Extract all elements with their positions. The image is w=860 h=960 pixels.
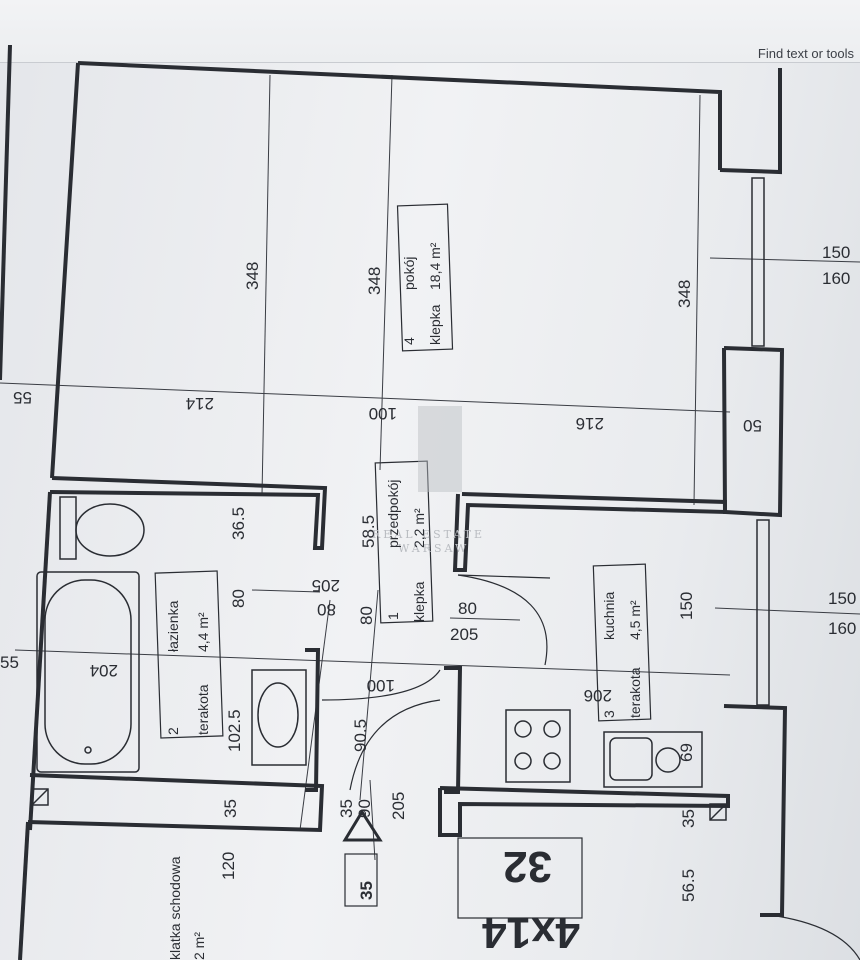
svg-text:55: 55 <box>0 653 19 672</box>
svg-text:150: 150 <box>822 243 850 262</box>
unit-labels: 32 4x14 <box>457 837 583 957</box>
bathtub-inner <box>44 579 132 765</box>
svg-text:206: 206 <box>584 686 612 705</box>
svg-text:348: 348 <box>365 267 384 295</box>
room-4-area: 18,4 m² <box>427 242 443 290</box>
svg-text:90.5: 90.5 <box>351 719 370 752</box>
svg-text:100: 100 <box>367 676 395 695</box>
door-swings <box>321 574 860 960</box>
svg-text:80: 80 <box>229 589 248 608</box>
dimension-labels: 348 348 348 55 214 100 216 50 150 160 15… <box>0 243 856 902</box>
svg-text:80: 80 <box>357 606 376 625</box>
room-labels: 4 pokój klepka 18,4 m² 1 przedpokój klep… <box>165 242 643 960</box>
svg-text:150: 150 <box>677 592 696 620</box>
bathtub <box>36 571 140 773</box>
svg-text:REAL ESTATE: REAL ESTATE <box>372 528 485 541</box>
svg-text:160: 160 <box>828 619 856 638</box>
svg-text:80: 80 <box>317 600 336 619</box>
svg-text:120: 120 <box>219 852 238 880</box>
room-1-floor: klepka <box>411 581 427 622</box>
svg-text:WARSAW: WARSAW <box>398 542 469 555</box>
watermark: REAL ESTATE WARSAW <box>372 406 485 555</box>
svg-text:214: 214 <box>186 394 214 413</box>
svg-text:35: 35 <box>337 799 356 818</box>
svg-text:35: 35 <box>679 809 698 828</box>
svg-text:216: 216 <box>576 414 604 433</box>
room-4-floor: klepka <box>427 304 443 345</box>
room-3-name: kuchnia <box>601 592 617 640</box>
svg-text:55: 55 <box>13 388 32 407</box>
svg-text:150: 150 <box>828 589 856 608</box>
svg-text:102.5: 102.5 <box>225 709 244 752</box>
find-text-tools-link[interactable]: Find text or tools <box>757 46 854 61</box>
svg-text:80: 80 <box>458 599 477 618</box>
svg-text:348: 348 <box>675 280 694 308</box>
svg-text:35: 35 <box>221 799 240 818</box>
stove <box>505 709 571 783</box>
pdf-viewer-toolbar: Find text or tools <box>0 0 860 63</box>
room-3-floor: terakota <box>627 667 643 718</box>
fixtures <box>31 496 727 821</box>
svg-text:204: 204 <box>90 661 118 680</box>
room-label-boxes <box>154 203 652 907</box>
room-stairs-area: 2 m² <box>191 932 207 960</box>
svg-text:205: 205 <box>389 792 408 820</box>
room-2-floor: terakota <box>195 684 211 735</box>
room-1-number: 1 <box>385 612 401 620</box>
room-3-area: 4,5 m² <box>627 600 643 640</box>
svg-text:36.5: 36.5 <box>229 507 248 540</box>
unit-number: 32 <box>503 842 552 891</box>
entrance-marker: 35 <box>342 809 383 900</box>
room-stairs-name: klatka schodowa <box>167 856 183 960</box>
toilet-tank <box>59 496 77 560</box>
kitchen-sink <box>603 731 703 788</box>
room-3-number: 3 <box>601 710 617 718</box>
bottom-code: 4x14 <box>482 908 580 957</box>
room-2-area: 4,4 m² <box>195 612 211 652</box>
svg-text:100: 100 <box>369 404 397 423</box>
room-1-area: 2,2 m² <box>411 508 427 548</box>
toilet-bowl <box>75 503 145 557</box>
room-2-number: 2 <box>165 727 181 735</box>
room-2-name: łazienka <box>165 600 181 652</box>
svg-text:69: 69 <box>677 743 696 762</box>
room-4-name: pokój <box>401 257 417 290</box>
svg-text:50: 50 <box>743 416 762 435</box>
svg-text:56.5: 56.5 <box>679 869 698 902</box>
svg-text:205: 205 <box>312 576 340 595</box>
room-1-name: przedpokój <box>385 480 401 549</box>
stair-number: 35 <box>357 881 376 900</box>
windows <box>751 177 770 706</box>
room-4-number: 4 <box>401 337 417 345</box>
svg-text:348: 348 <box>243 262 262 290</box>
washbasin <box>251 669 307 766</box>
svg-text:58.5: 58.5 <box>359 515 378 548</box>
svg-text:160: 160 <box>822 269 850 288</box>
dimension-lines <box>0 74 860 861</box>
svg-text:205: 205 <box>450 625 478 644</box>
